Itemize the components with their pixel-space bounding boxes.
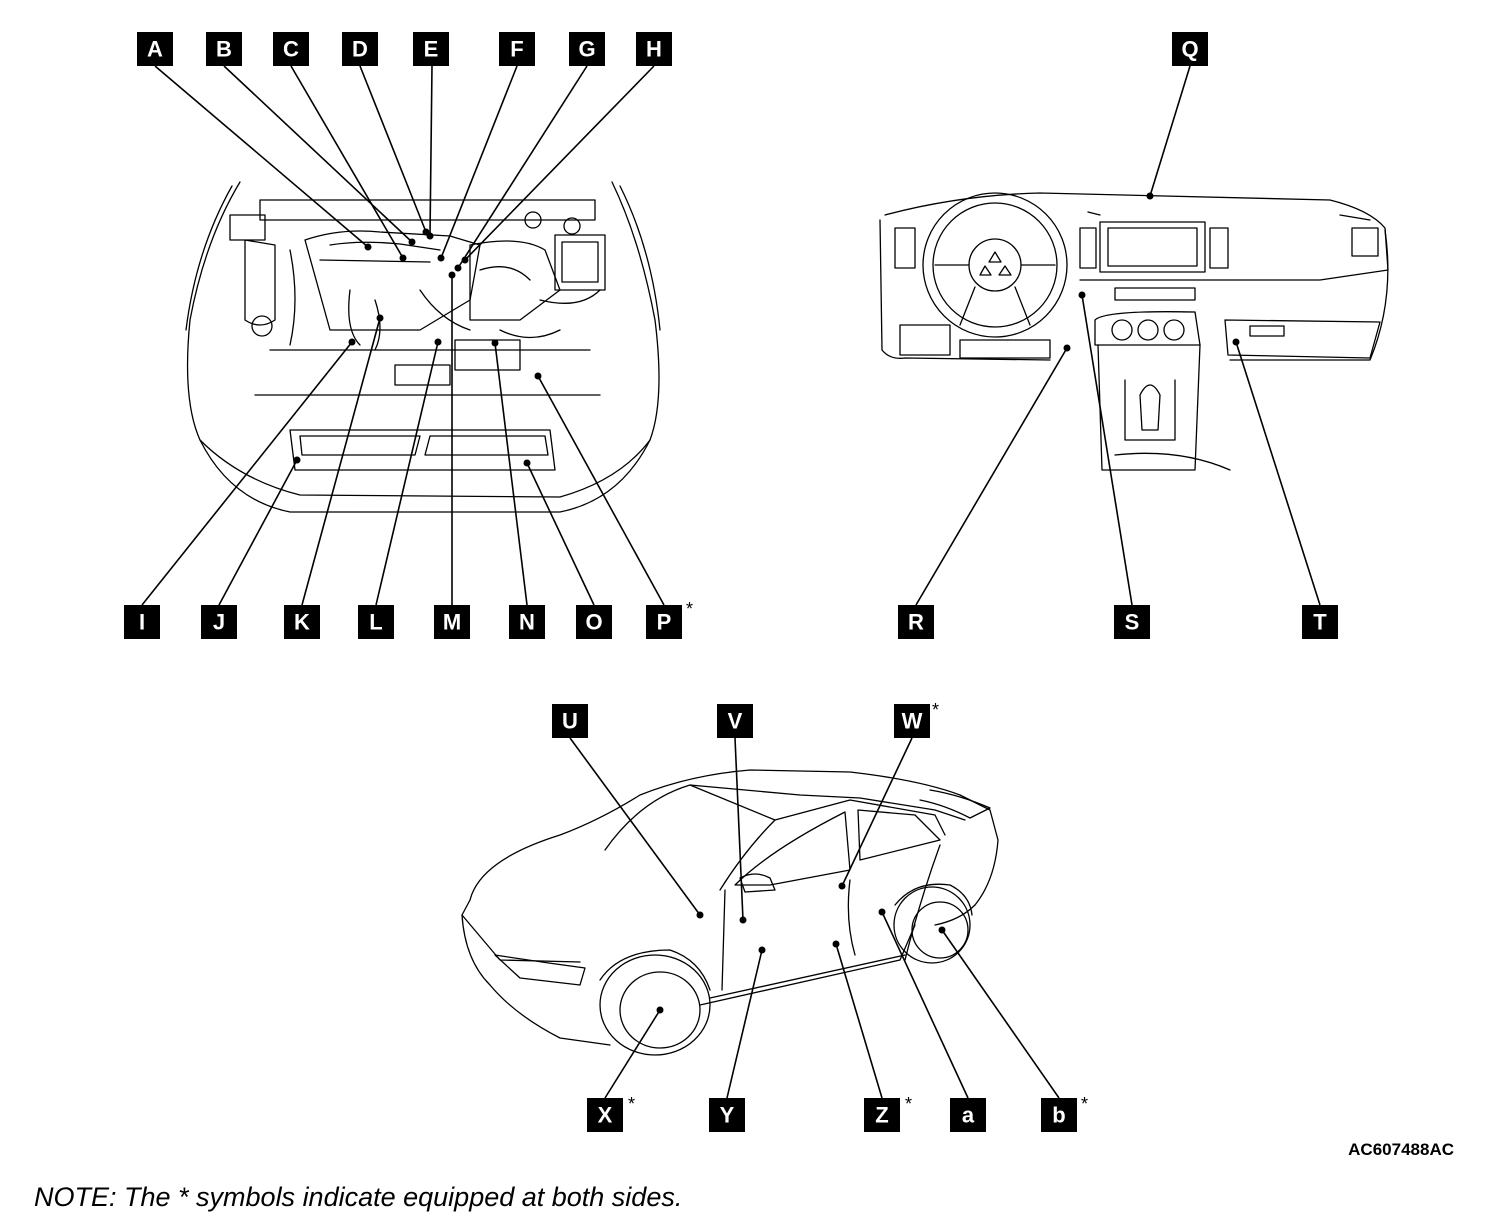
callout-M: M <box>434 605 470 639</box>
callout-H: H <box>636 32 672 66</box>
callout-S: S <box>1114 605 1150 639</box>
svg-text:K: K <box>294 610 310 635</box>
callout-Z: Z* <box>864 1094 912 1132</box>
callout-a: a <box>950 1098 986 1132</box>
callout-R: R <box>898 605 934 639</box>
callout-Y: Y <box>709 1098 745 1132</box>
callout-P-asterisk: * <box>686 599 693 619</box>
callout-labels: A B C D E F G H I J K L M N O P* Q R S T… <box>124 32 1338 1132</box>
callout-N: N <box>509 605 545 639</box>
svg-text:W: W <box>902 709 923 734</box>
svg-text:N: N <box>519 610 535 635</box>
leader-lines <box>141 65 1321 1099</box>
callout-X: X* <box>587 1094 635 1132</box>
callout-Z-asterisk: * <box>905 1094 912 1114</box>
svg-text:G: G <box>578 37 595 62</box>
callout-b-asterisk: * <box>1081 1094 1088 1114</box>
svg-text:F: F <box>510 37 523 62</box>
callout-b: b* <box>1041 1094 1088 1132</box>
svg-text:O: O <box>585 610 602 635</box>
callout-C: C <box>273 32 309 66</box>
svg-text:A: A <box>147 37 163 62</box>
callout-J: J <box>201 605 237 639</box>
callout-G: G <box>569 32 605 66</box>
svg-text:H: H <box>646 37 662 62</box>
car-exterior-illustration <box>461 769 999 1056</box>
svg-text:R: R <box>908 610 924 635</box>
callout-E: E <box>413 32 449 66</box>
svg-text:B: B <box>216 37 232 62</box>
svg-text:C: C <box>283 37 299 62</box>
svg-text:J: J <box>213 610 225 635</box>
callout-F: F <box>499 32 535 66</box>
svg-text:Z: Z <box>875 1103 888 1128</box>
callout-I: I <box>124 605 160 639</box>
callout-U: U <box>552 704 588 738</box>
callout-V: V <box>717 704 753 738</box>
svg-text:S: S <box>1125 610 1140 635</box>
svg-text:P: P <box>657 610 672 635</box>
svg-text:Y: Y <box>720 1103 735 1128</box>
callout-B: B <box>206 32 242 66</box>
callout-D: D <box>342 32 378 66</box>
callout-P: P* <box>646 599 693 639</box>
svg-text:D: D <box>352 37 368 62</box>
callout-A: A <box>137 32 173 66</box>
svg-text:X: X <box>598 1103 613 1128</box>
note-text: NOTE: The * symbols indicate equipped at… <box>34 1182 683 1212</box>
engine-compartment-illustration <box>185 181 661 513</box>
svg-text:T: T <box>1313 610 1327 635</box>
callout-W-asterisk: * <box>932 700 939 720</box>
interior-dashboard-illustration <box>879 192 1389 471</box>
svg-text:V: V <box>728 709 743 734</box>
figure-code: AC607488AC <box>1348 1140 1454 1159</box>
callout-T: T <box>1302 605 1338 639</box>
callout-K: K <box>284 605 320 639</box>
callout-Q: Q <box>1172 32 1208 66</box>
callout-O: O <box>576 605 612 639</box>
callout-L: L <box>358 605 394 639</box>
svg-text:L: L <box>369 610 382 635</box>
svg-text:b: b <box>1052 1103 1065 1128</box>
svg-text:a: a <box>962 1103 975 1128</box>
svg-text:I: I <box>139 610 145 635</box>
svg-text:Q: Q <box>1181 37 1198 62</box>
callout-X-asterisk: * <box>628 1094 635 1114</box>
svg-text:E: E <box>424 37 439 62</box>
svg-text:U: U <box>562 709 578 734</box>
callout-W: W* <box>894 700 939 738</box>
svg-text:M: M <box>443 610 461 635</box>
